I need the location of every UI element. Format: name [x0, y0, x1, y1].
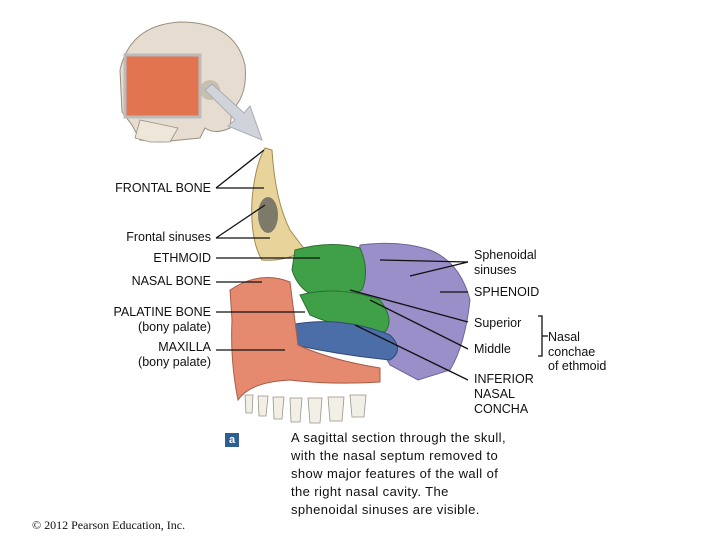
label-maxilla-sub: (bony palate) — [138, 355, 211, 369]
sagittal-section — [229, 147, 471, 424]
label-nasal-conchae-3: of ethmoid — [548, 359, 607, 373]
label-inferior-3: CONCHA — [474, 402, 529, 416]
label-nasal-bone: NASAL BONE — [131, 274, 211, 288]
label-frontal-sinuses: Frontal sinuses — [126, 230, 211, 244]
label-sphenoidal-2: sinuses — [474, 263, 517, 277]
maxilla-region — [229, 277, 381, 402]
teeth — [244, 394, 367, 424]
panel-badge: a — [225, 433, 239, 447]
label-nasal-conchae-1: Nasal — [548, 330, 580, 344]
highlight-region — [125, 55, 200, 117]
label-middle: Middle — [474, 342, 511, 356]
caption-line: with the nasal septum removed to — [291, 448, 499, 463]
label-frontal-bone: FRONTAL BONE — [115, 181, 211, 195]
label-sphenoidal-1: Sphenoidal — [474, 248, 537, 262]
label-palatine-bone: PALATINE BONE — [113, 305, 211, 319]
frontal-sinus — [258, 197, 278, 233]
inferior-concha-region — [289, 321, 398, 361]
label-inferior-1: INFERIOR — [474, 372, 534, 386]
label-maxilla: MAXILLA — [158, 340, 211, 354]
caption-line: show major features of the wall of — [291, 466, 499, 481]
caption-line: sphenoidal sinuses are visible. — [291, 502, 480, 517]
figure-caption: A sagittal section through the skull, wi… — [291, 429, 561, 519]
label-inferior-2: NASAL — [474, 387, 515, 401]
ethmoid-region — [291, 243, 366, 299]
caption-line: the right nasal cavity. The — [291, 484, 449, 499]
skull-inset — [119, 21, 246, 143]
leader-lines — [215, 149, 548, 381]
label-nasal-conchae-2: conchae — [548, 345, 596, 359]
pointer-arrow — [204, 83, 263, 141]
frontal-bone-region — [251, 147, 306, 261]
caption-line: A sagittal section through the skull, — [291, 430, 506, 445]
label-ethmoid: ETHMOID — [153, 251, 211, 265]
label-palatine-sub: (bony palate) — [138, 320, 211, 334]
label-superior: Superior — [474, 316, 522, 330]
label-sphenoid: SPHENOID — [474, 285, 540, 299]
copyright-notice: © 2012 Pearson Education, Inc. — [32, 518, 186, 532]
